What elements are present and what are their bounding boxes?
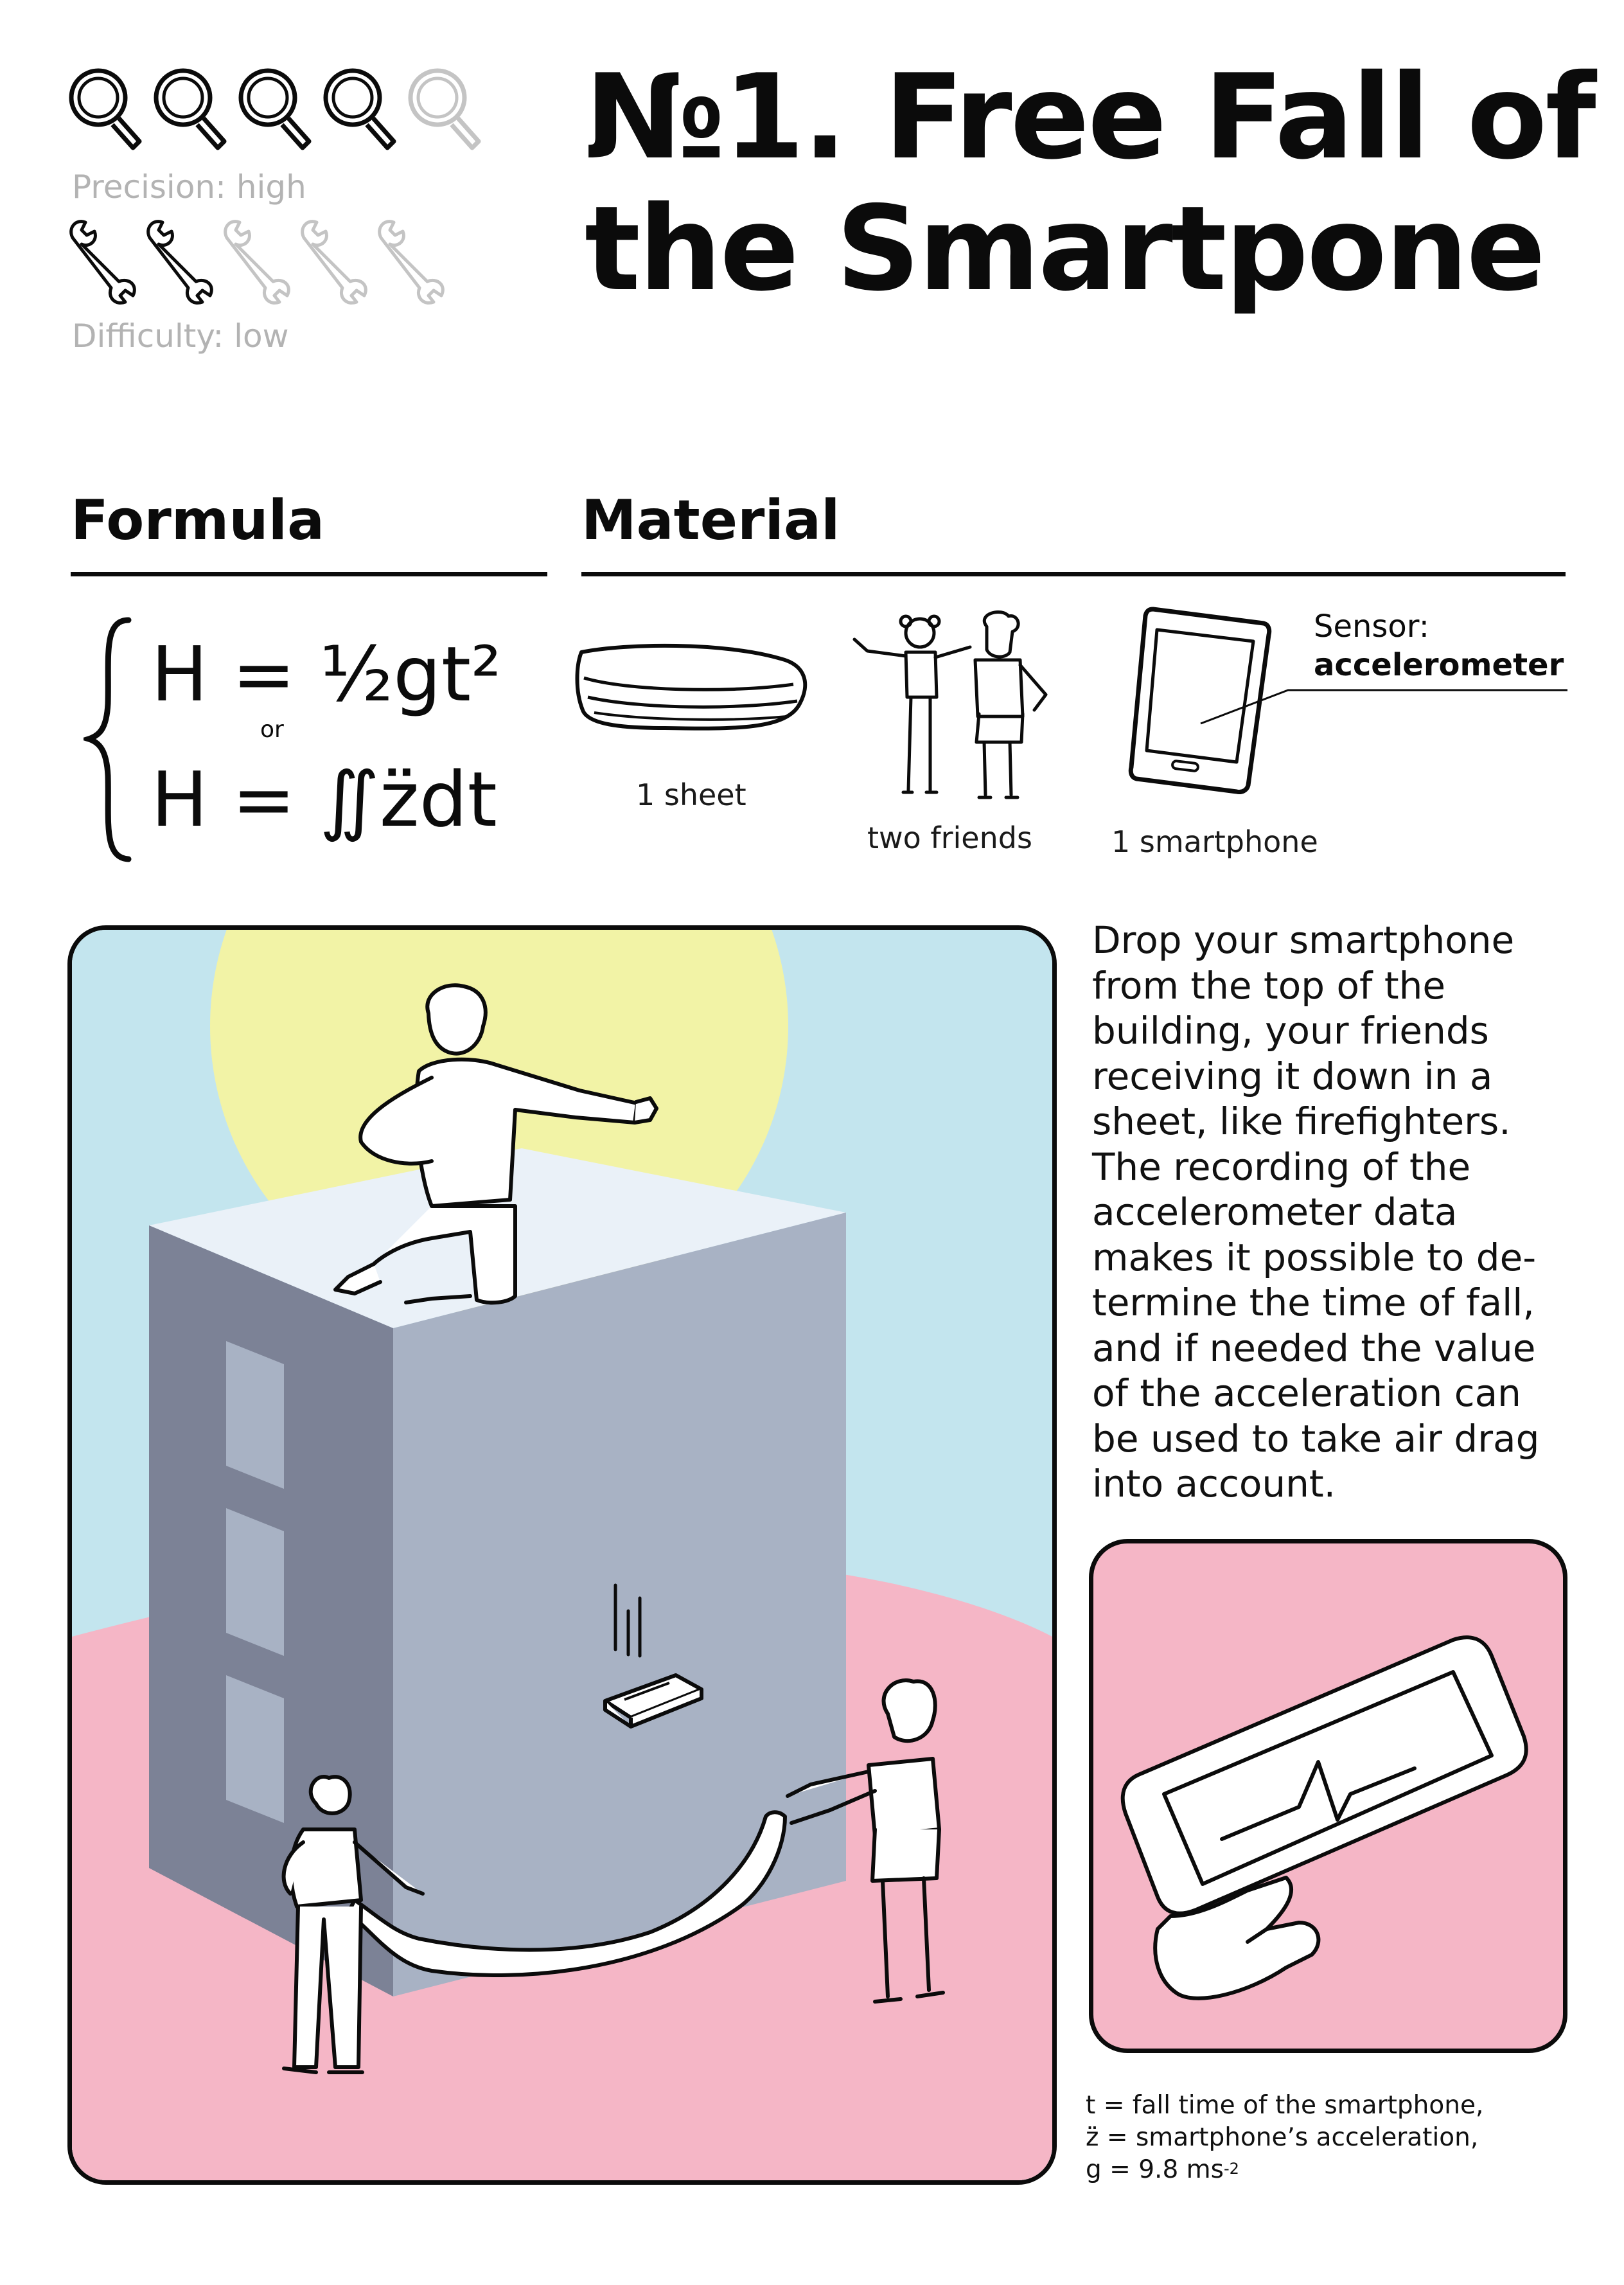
accelerometer-trace <box>1220 1760 1417 1841</box>
building-front <box>393 1213 846 1996</box>
window <box>226 1341 284 1489</box>
legend-g-exponent: -2 <box>1223 2160 1239 2178</box>
falling-phone <box>603 1673 703 1729</box>
title-line-2: the Smartpone <box>585 181 1546 317</box>
precision-label: Precision: high <box>72 168 306 206</box>
sensor-pointer-line <box>1200 689 1567 725</box>
folded-sheet-icon <box>575 643 808 731</box>
difficulty-label: Difficulty: low <box>72 317 289 355</box>
wrench-icon <box>148 222 212 303</box>
legend-g: g = 9.8 ms-2 <box>1086 2154 1483 2186</box>
main-illustration <box>67 925 1057 2185</box>
description-line: and if needed the value <box>1092 1326 1536 1370</box>
description-line: makes it possible to de- <box>1092 1235 1537 1279</box>
page-title: №1. Free Fall of the Smartpone <box>585 51 1600 315</box>
variable-legend: t = fall time of the smartphone, z̈ = sm… <box>1086 2090 1483 2186</box>
smartphone-caption: 1 smartphone <box>1111 824 1318 859</box>
description-line: of the acceleration can <box>1092 1371 1521 1415</box>
two-friends-icon <box>852 610 1048 799</box>
catching-sheet <box>346 1810 787 1977</box>
wrench-icon <box>71 222 135 303</box>
precision-rating <box>67 64 517 161</box>
sensor-name: accelerometer <box>1314 647 1564 683</box>
difficulty-rating <box>67 218 479 308</box>
formula-heading: Formula <box>71 488 325 553</box>
magnifier-icon <box>71 71 139 148</box>
boy-holding-sheet <box>786 1678 945 2004</box>
material-rule <box>581 572 1566 576</box>
sensor-prefix: Sensor: <box>1314 609 1429 645</box>
window <box>226 1508 284 1656</box>
wrench-icon <box>303 222 366 303</box>
title-line-1: №1. Free Fall of <box>585 49 1596 185</box>
description-line: The recording of the <box>1092 1144 1471 1189</box>
description-line: be used to take air drag <box>1092 1416 1540 1461</box>
description-text: Drop your smartphone from the top of the… <box>1092 918 1593 1507</box>
description-line: from the top of the <box>1092 963 1446 1008</box>
phone-graph-illustration <box>1089 1539 1567 2053</box>
sensor-label: Sensor: accelerometer <box>1314 607 1564 684</box>
formula-equations: H = ½gt² or H = ∬z̈dt <box>84 617 501 862</box>
curly-brace <box>84 617 132 862</box>
equation-1: H = ½gt² <box>151 630 501 718</box>
wrench-icon <box>225 222 289 303</box>
equation-or: or <box>260 716 284 743</box>
magnifier-icon <box>326 71 394 148</box>
wrench-icon <box>380 222 443 303</box>
girl-holding-sheet <box>281 1775 425 2074</box>
description-line: building, your friends <box>1092 1009 1489 1053</box>
friends-caption: two friends <box>867 821 1032 855</box>
legend-t: t = fall time of the smartphone, <box>1086 2091 1484 2120</box>
hand <box>1153 1876 1321 2000</box>
magnifier-icon <box>156 71 224 148</box>
description-line: termine the time of fall, <box>1092 1281 1535 1324</box>
man-on-roof <box>333 983 658 1305</box>
description-line: Drop your smartphone <box>1092 918 1515 962</box>
formula-rule <box>71 572 547 576</box>
magnifier-icon <box>241 71 309 148</box>
legend-g-text: g = 9.8 ms <box>1086 2155 1224 2184</box>
description-line: receiving it down in a <box>1092 1054 1493 1098</box>
description-line: into account. <box>1092 1462 1336 1506</box>
magnifier-icon <box>410 71 479 148</box>
smartphone-icon <box>1128 607 1272 794</box>
motion-lines <box>613 1583 642 1658</box>
description-line: sheet, like firefighters. <box>1092 1099 1511 1143</box>
material-heading: Material <box>581 488 840 553</box>
sheet-caption: 1 sheet <box>636 778 746 812</box>
window <box>226 1675 284 1823</box>
equation-2: H = ∬z̈dt <box>151 755 497 844</box>
description-line: accelerometer data <box>1092 1190 1458 1234</box>
legend-z: z̈ = smartphone’s acceleration, <box>1086 2123 1479 2152</box>
